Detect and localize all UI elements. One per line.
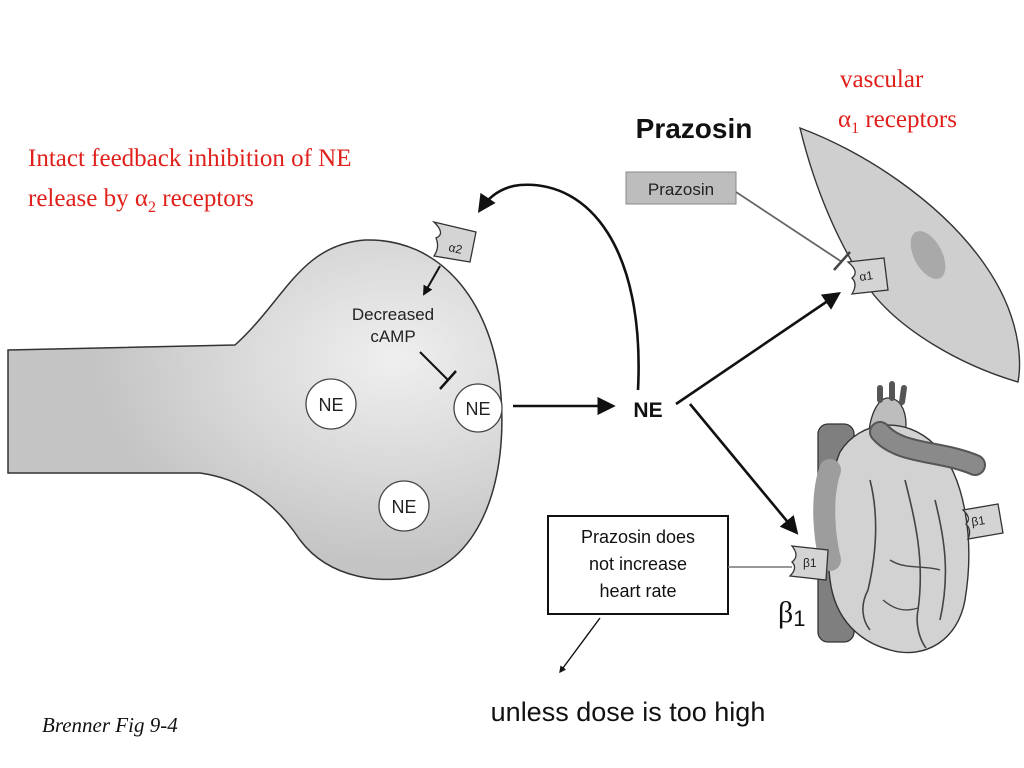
prazosin-block-bar [833,251,851,271]
alpha1-receptor-label: α1 [858,268,874,284]
alpha1-receptor: α1 [846,257,889,295]
dose-arrow [559,617,601,674]
prazosin-drug-box [625,171,737,205]
note-line-3: heart rate [599,581,676,601]
alpha2-receptor-label: α2 [447,240,464,257]
note-box [547,515,729,615]
beta1-caption: β1 [778,596,806,631]
beta1-left-label: β1 [803,556,817,570]
note-line-1: Prazosin does [581,527,695,547]
camp-inhibition-bar [439,370,457,390]
svg-text:NE: NE [318,395,343,415]
alpha2-receptor: α2 [431,220,477,263]
feedback-arrow [477,183,640,391]
beta1-receptor-right: β1 [961,503,1004,540]
decreased-camp-line2: cAMP [370,327,415,346]
svg-text:NE: NE [391,497,416,517]
vascular-caption-line2: α1 receptors [838,106,957,137]
feedback-caption-line2: release by α2 receptors [28,185,254,216]
prazosin-block-line [735,191,843,263]
decreased-camp-line1: Decreased [352,305,434,324]
citation: Brenner Fig 9-4 [42,713,178,737]
alpha2-signal-arrow [423,265,441,296]
nerve-terminal [7,239,503,581]
ne-vesicle: NE [378,480,430,532]
cell-nucleus [910,231,946,279]
ne-vesicle: NE [453,383,503,433]
vascular-caption-line1: vascular [840,66,924,93]
feedback-caption-line1: Intact feedback inhibition of NE [28,145,352,172]
note-line-2: not increase [589,554,687,574]
beta1-right-label: β1 [970,513,986,529]
heart [813,381,986,654]
prazosin-drug-label: Prazosin [648,180,714,199]
vascular-smooth-muscle-cell [799,126,1021,383]
camp-inhibition-line [419,351,449,381]
prazosin-heading: Prazosin [636,113,753,144]
unless-dose-caption: unless dose is too high [491,697,766,727]
released-ne-label: NE [633,399,662,422]
ne-vesicle: NE [305,378,357,430]
svg-text:NE: NE [465,399,490,419]
arrow-to-heart [688,403,799,535]
beta1-receptor-left: β1 [788,545,829,581]
arrow-to-vascular [675,291,842,406]
